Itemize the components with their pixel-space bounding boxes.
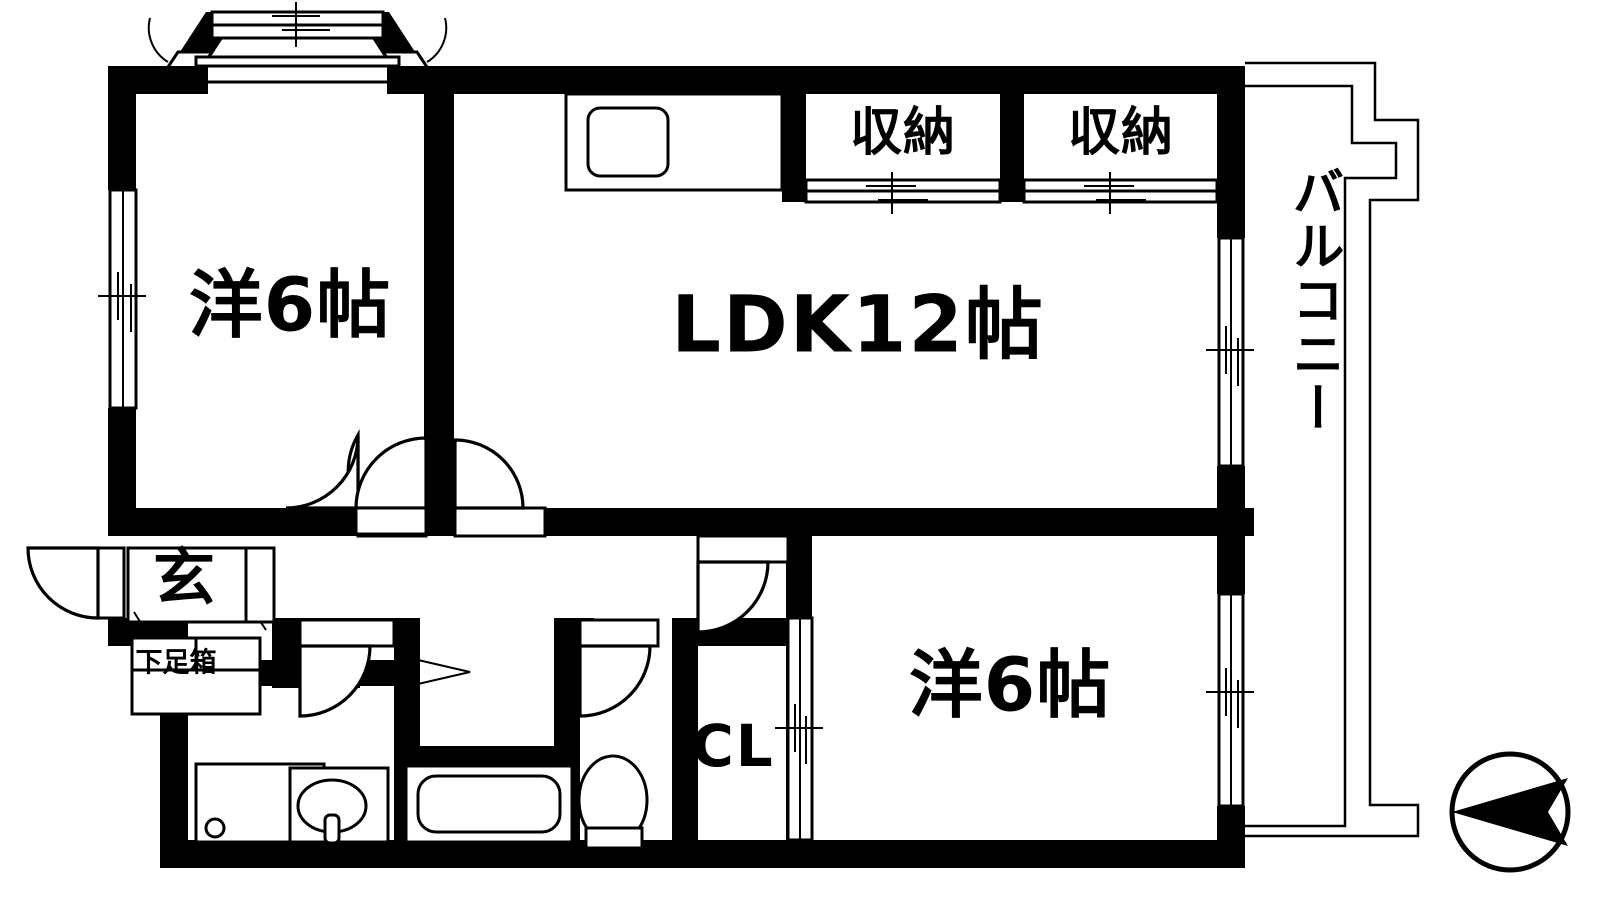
sliding-door-bedroom-balcony[interactable] xyxy=(1206,592,1254,808)
toilet-room xyxy=(577,618,660,850)
room-label-closet-top-left: 収納 xyxy=(850,103,956,163)
balcony-outline xyxy=(1245,61,1420,838)
structural-walls xyxy=(108,66,1254,868)
washbasin-icon xyxy=(288,766,390,845)
toilet-icon xyxy=(577,754,649,850)
kitchen-counter xyxy=(564,92,784,192)
room-label-shoe-box: 下足箱 xyxy=(136,647,217,679)
door-ldk-hall[interactable] xyxy=(453,438,547,538)
entrance-door[interactable] xyxy=(26,546,126,620)
bathroom xyxy=(404,650,574,844)
room-label-ldk: LDK12帖 xyxy=(671,280,1044,370)
closet-top-right xyxy=(1022,94,1219,214)
window-left-bedroom xyxy=(98,188,146,410)
room-label-bedroom-bottom-right: 洋6帖 xyxy=(909,643,1112,729)
washroom xyxy=(194,618,396,845)
room-label-closet-top-right: 収納 xyxy=(1068,103,1174,163)
closet-top-left xyxy=(804,94,1002,214)
sliding-door-ldk-balcony[interactable] xyxy=(1206,236,1254,468)
door-washroom[interactable] xyxy=(298,618,396,718)
door-bedroom-top-left-swing xyxy=(354,436,428,536)
folding-door-bathroom[interactable] xyxy=(405,650,471,746)
door-bedroom-bottom-right[interactable] xyxy=(696,534,790,634)
room-label-balcony: バルコニー xyxy=(1283,165,1343,435)
entrance-area xyxy=(26,546,276,716)
shoe-box xyxy=(130,636,262,716)
room-label-cl: CL xyxy=(691,712,775,780)
room-label-entrance: 玄 xyxy=(153,541,215,614)
room-label-bedroom-top-left: 洋6帖 xyxy=(189,263,392,349)
bathtub-icon xyxy=(404,764,574,844)
kitchen-sink-icon xyxy=(586,106,670,178)
compass-rose-icon xyxy=(1449,751,1571,873)
door-toilet[interactable] xyxy=(578,618,660,718)
closet-cl xyxy=(775,616,823,842)
